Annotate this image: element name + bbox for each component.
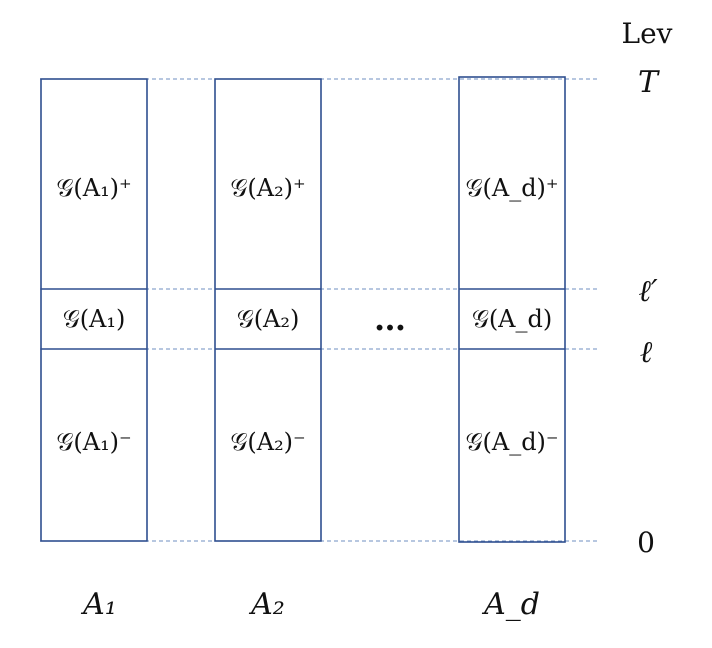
column-a2-lower-label: 𝒢(A₂)⁻	[230, 428, 305, 456]
level-axis-title: Lev	[622, 17, 673, 50]
column-ad: 𝒢(A_d)⁺ 𝒢(A_d) 𝒢(A_d)⁻ A_d	[458, 76, 566, 622]
column-a2: 𝒢(A₂)⁺ 𝒢(A₂) 𝒢(A₂)⁻ A₂	[214, 78, 322, 622]
column-a1-middle-label: 𝒢(A₁)	[63, 305, 126, 333]
level-label-l: ℓ	[640, 335, 653, 370]
column-a2-name: A₂	[248, 587, 285, 622]
column-a1-lower-label: 𝒢(A₁)⁻	[56, 428, 131, 456]
column-a1-name: A₁	[80, 587, 117, 622]
column-ad-box	[458, 76, 566, 543]
column-a2-middle-label: 𝒢(A₂)	[237, 305, 300, 333]
column-a1-box	[40, 78, 148, 542]
column-ad-upper-label: 𝒢(A_d)⁺	[465, 174, 558, 202]
column-a1-upper-label: 𝒢(A₁)⁺	[56, 174, 131, 202]
column-ad-lower-label: 𝒢(A_d)⁻	[465, 428, 558, 456]
column-ad-middle-label: 𝒢(A_d)	[472, 305, 553, 333]
columns-ellipsis: …	[374, 300, 406, 338]
level-label-lprime: ℓ′	[638, 274, 657, 309]
column-a2-box	[214, 78, 322, 542]
column-a2-upper-label: 𝒢(A₂)⁺	[230, 174, 305, 202]
column-a1: 𝒢(A₁)⁺ 𝒢(A₁) 𝒢(A₁)⁻ A₁	[40, 78, 148, 622]
level-label-zero: 0	[637, 526, 655, 559]
column-ad-name: A_d	[481, 587, 540, 622]
level-label-t: T	[638, 65, 660, 100]
